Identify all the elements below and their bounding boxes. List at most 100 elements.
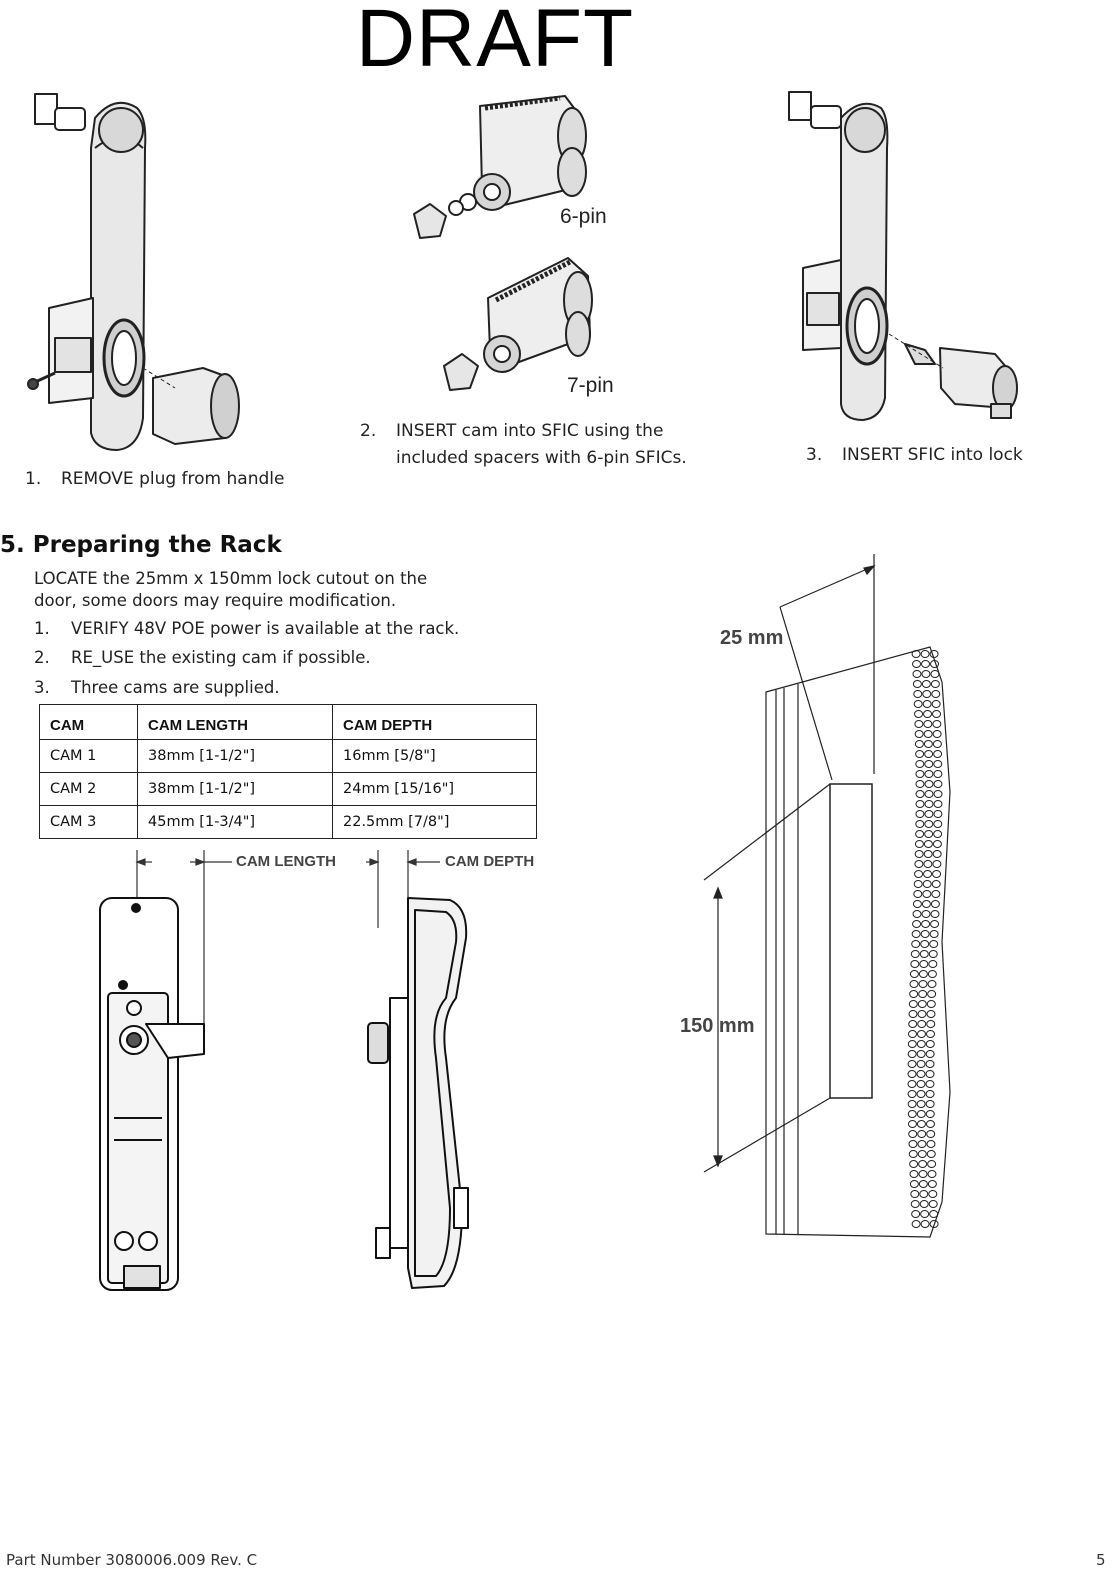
door-perforation — [910, 950, 920, 958]
door-perforation — [926, 1020, 936, 1028]
door-perforation — [926, 1000, 936, 1008]
door-perforation — [913, 700, 923, 708]
table-row: CAM 2 38mm [1-1/2"] 24mm [15/16"] — [39, 772, 537, 806]
door-perforation — [923, 870, 933, 878]
door-perforation — [933, 760, 943, 768]
door-perforation — [924, 810, 934, 818]
table-cell: 45mm [1-3/4"] — [137, 805, 333, 839]
door-perforation — [913, 690, 923, 698]
door-perforation — [929, 1210, 939, 1218]
door-perforation — [914, 710, 924, 718]
door-perforation — [926, 1010, 936, 1018]
door-perforation — [914, 860, 924, 868]
door-perforation — [914, 870, 924, 878]
door-perforation — [921, 660, 931, 668]
section-heading: 5. Preparing the Rack — [0, 532, 282, 558]
door-perforation — [912, 660, 922, 668]
door-perforation — [927, 990, 937, 998]
door-perforation — [916, 1110, 926, 1118]
door-perforation — [933, 800, 943, 808]
door-perforation — [915, 830, 925, 838]
door-perforation — [924, 830, 934, 838]
door-perforation — [930, 670, 940, 678]
door-perforation — [911, 1210, 921, 1218]
door-perforation — [912, 910, 922, 918]
step-2-caption: 2.INSERT cam into SFIC using the include… — [360, 421, 687, 468]
door-perforation — [908, 1000, 918, 1008]
door-perforation — [932, 740, 942, 748]
door-perforation — [926, 1140, 936, 1148]
handle-remove-plug-illustration — [27, 93, 240, 451]
door-perforation — [914, 850, 924, 858]
door-perforation — [932, 720, 942, 728]
door-perforation — [927, 1160, 937, 1168]
height-dimension-label: 150 mm — [680, 1015, 755, 1037]
door-perforation — [930, 920, 940, 928]
door-perforation — [912, 680, 922, 688]
table-row: CAM 1 38mm [1-1/2"] 16mm [5/8"] — [39, 739, 537, 773]
door-perforation — [933, 750, 943, 758]
door-perforation — [933, 810, 943, 818]
door-perforation — [932, 870, 942, 878]
door-perforation — [924, 770, 934, 778]
door-perforation — [921, 920, 931, 928]
door-perforation — [909, 1180, 919, 1188]
door-perforation — [931, 700, 941, 708]
step-3-caption: 3.INSERT SFIC into lock — [806, 445, 1023, 465]
door-perforation — [927, 1180, 937, 1188]
door-perforation — [924, 780, 934, 788]
door-perforation — [932, 730, 942, 738]
footer-page-number: 5 — [1096, 1551, 1106, 1569]
door-perforation — [909, 980, 919, 988]
door-perforation — [928, 950, 938, 958]
door-perforation — [922, 880, 932, 888]
door-perforation — [911, 930, 921, 938]
handle-insert-sfic-illustration — [788, 91, 1018, 421]
door-perforation — [931, 690, 941, 698]
door-perforation — [920, 650, 930, 658]
door-perforation — [921, 670, 931, 678]
door-perforation — [907, 1120, 917, 1128]
door-perforation — [918, 1160, 928, 1168]
table-cell: 24mm [15/16"] — [332, 772, 537, 806]
six-pin-label: 6-pin — [560, 205, 607, 228]
door-perforation — [908, 1010, 918, 1018]
cam-depth-label: CAM DEPTH — [445, 853, 534, 870]
door-perforation — [925, 1090, 935, 1098]
cam-dimension-drawing: CAM LENGTH CAM DEPTH — [99, 850, 534, 1291]
door-perforation — [921, 900, 931, 908]
door-perforation — [930, 900, 940, 908]
door-perforation — [909, 1170, 919, 1178]
door-perforation — [915, 820, 925, 828]
door-perforation — [923, 720, 933, 728]
door-perforation — [922, 700, 932, 708]
sfic-6pin-illustration — [413, 95, 587, 239]
table-cell: 38mm [1-1/2"] — [137, 739, 333, 773]
section-intro: LOCATE the 25mm x 150mm lock cutout on t… — [34, 569, 428, 610]
door-perforation — [908, 1020, 918, 1028]
door-perforation — [919, 1190, 929, 1198]
door-perforation — [924, 800, 934, 808]
door-perforation — [925, 1100, 935, 1108]
door-perforation — [907, 1030, 917, 1038]
door-perforation — [911, 940, 921, 948]
door-perforation — [925, 1050, 935, 1058]
door-perforation — [912, 670, 922, 678]
door-perforation — [924, 750, 934, 758]
door-perforation — [916, 1030, 926, 1038]
door-perforation — [917, 1140, 927, 1148]
door-perforation — [916, 1120, 926, 1128]
table-header-cell: CAM — [39, 704, 138, 740]
table-header-row: CAM CAM LENGTH CAM DEPTH — [39, 704, 537, 740]
door-perforation — [918, 1170, 928, 1178]
door-perforation — [923, 840, 933, 848]
table-cell: CAM 3 — [39, 805, 138, 839]
door-perforation — [920, 1220, 930, 1228]
door-perforation — [910, 960, 920, 968]
door-perforation — [916, 1100, 926, 1108]
door-perforation — [918, 990, 928, 998]
door-perforation — [920, 940, 930, 948]
door-perforation — [910, 1190, 920, 1198]
door-perforation — [925, 1120, 935, 1128]
door-perforation — [914, 720, 924, 728]
